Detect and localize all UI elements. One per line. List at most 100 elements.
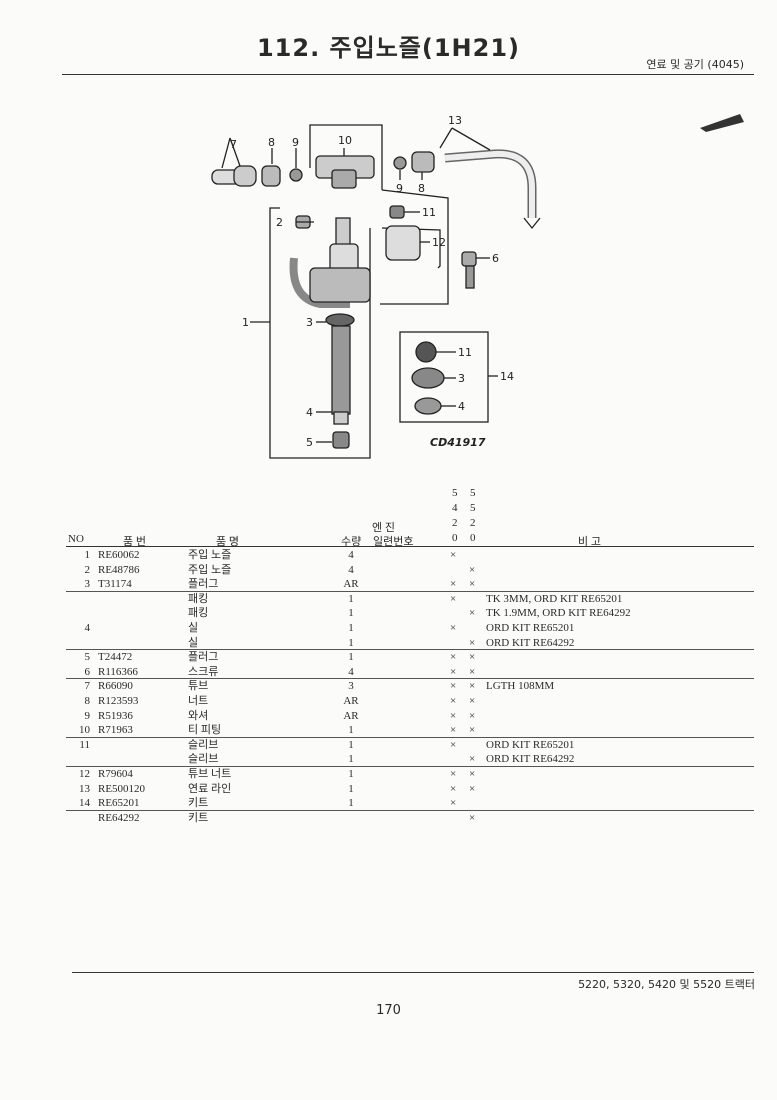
row-model-1: × — [450, 622, 457, 634]
row-remark: ORD KIT RE64292 — [486, 753, 575, 766]
row-model-2: × — [469, 607, 476, 620]
diagram-code: CD41917 — [430, 436, 486, 449]
model-digit: 2 — [470, 517, 476, 529]
row-part-name: 실 — [188, 636, 199, 649]
row-part-number: R79604 — [98, 768, 133, 780]
row-model-2: × — [469, 680, 476, 693]
row-part-number: RE65201 — [98, 797, 140, 810]
callout-13: 13 — [448, 114, 462, 127]
row-part-name: 패킹 — [188, 592, 209, 605]
row-remark: ORD KIT RE65201 — [486, 622, 575, 634]
row-model-2: × — [469, 811, 476, 824]
row-separator — [66, 736, 754, 738]
row-part-name: 주입 노즐 — [188, 549, 232, 561]
row-no: 7 — [84, 680, 91, 693]
row-part-name: 너트 — [188, 695, 209, 707]
row-qty: 1 — [348, 636, 354, 649]
callout-4b: 4 — [458, 400, 465, 413]
row-no: 4 — [84, 622, 91, 634]
callout-10: 10 — [338, 134, 352, 147]
row-qty: 1 — [348, 768, 354, 780]
page-title: 112. 주입노즐(1H21) — [256, 34, 520, 62]
callout-4: 4 — [306, 406, 313, 419]
row-model-2: × — [469, 651, 476, 664]
row-model-2: × — [469, 753, 476, 766]
callout-9b: 9 — [396, 182, 403, 195]
model-digit: 5 — [470, 487, 476, 499]
row-model-2: × — [469, 563, 476, 576]
callout-3b: 3 — [458, 372, 465, 385]
row-model-2: × — [469, 782, 476, 795]
page-number: 170 — [376, 1003, 401, 1018]
row-qty: 1 — [348, 753, 354, 766]
row-model-1: × — [450, 797, 457, 810]
row-qty: 3 — [348, 680, 354, 693]
row-part-name: 튜브 — [188, 680, 209, 693]
row-qty: 1 — [348, 797, 354, 810]
model-digit: 2 — [452, 517, 458, 529]
row-model-1: × — [450, 578, 457, 591]
row-no: 2 — [84, 563, 91, 576]
row-model-1: × — [450, 695, 457, 707]
row-no: 11 — [79, 738, 90, 751]
row-part-number: R71963 — [98, 724, 133, 737]
row-part-name: 주입 노즐 — [188, 563, 232, 576]
row-part-number: R123593 — [98, 695, 139, 707]
header-rule — [66, 546, 754, 547]
callout-6: 6 — [492, 252, 499, 265]
title-rule — [62, 74, 754, 75]
row-no: 6 — [84, 665, 91, 678]
row-part-name: 와셔 — [188, 709, 209, 722]
callout-2: 2 — [276, 216, 283, 229]
row-model-1: × — [450, 782, 457, 795]
row-no: 3 — [84, 578, 91, 591]
row-qty: AR — [343, 578, 359, 591]
model-digit: 5 — [452, 487, 458, 499]
header-engine-top: 엔 진 — [372, 522, 395, 534]
row-qty: 4 — [348, 563, 354, 576]
row-remark: ORD KIT RE65201 — [486, 738, 575, 751]
row-qty: 1 — [348, 738, 354, 751]
row-part-name: 튜브 너트 — [188, 768, 232, 780]
row-part-name: 티 피팅 — [188, 724, 222, 737]
row-part-name: 슬리브 — [188, 753, 219, 766]
row-qty: 1 — [348, 782, 354, 795]
row-model-2: × — [469, 724, 476, 737]
row-no: 9 — [84, 709, 91, 722]
row-part-name: 키트 — [188, 811, 209, 824]
footer-rule — [72, 972, 754, 973]
callout-9: 9 — [292, 136, 299, 149]
row-part-number: T31174 — [98, 578, 132, 591]
callout-14: 14 — [500, 370, 514, 383]
model-digit: 0 — [452, 532, 458, 544]
row-part-number: RE500120 — [98, 782, 146, 795]
footer-models: 5220, 5320, 5420 및 5520 트랙터 — [578, 978, 755, 991]
row-no: 13 — [79, 782, 90, 795]
row-qty: 4 — [348, 549, 354, 561]
row-qty: 1 — [348, 622, 354, 634]
header-no: NO — [68, 533, 84, 545]
row-no: 1 — [84, 549, 91, 561]
row-separator — [66, 649, 754, 651]
row-model-2: × — [469, 709, 476, 722]
callout-3: 3 — [306, 316, 313, 329]
row-remark: ORD KIT RE64292 — [486, 636, 575, 649]
row-part-name: 스크류 — [188, 665, 219, 678]
row-no: 12 — [79, 768, 90, 780]
callout-12: 12 — [432, 236, 446, 249]
row-model-1: × — [450, 665, 457, 678]
row-remark: TK 3MM, ORD KIT RE65201 — [486, 592, 623, 605]
row-model-1: × — [450, 592, 457, 605]
row-remark: LGTH 108MM — [486, 680, 555, 693]
